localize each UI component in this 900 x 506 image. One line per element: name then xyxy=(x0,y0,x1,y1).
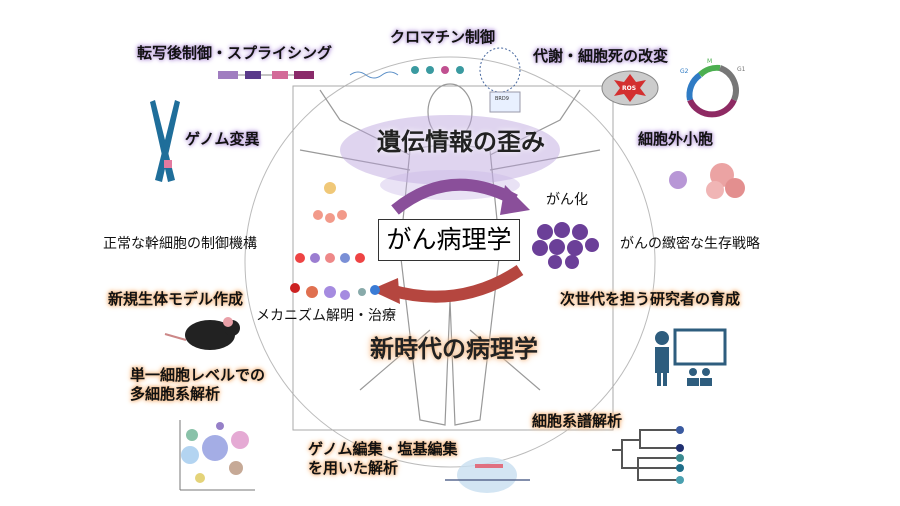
label-extracellular-vesicles: 細胞外小胞 xyxy=(638,130,714,148)
label-single-cell-line2: 多細胞系解析 xyxy=(130,385,221,403)
cancer-cell-cluster-icon xyxy=(532,222,599,269)
label-cancer-survival: がんの緻密な生存戦略 xyxy=(620,236,760,252)
human-figure-outline xyxy=(299,83,601,426)
lineage-tree-leaves xyxy=(676,426,684,484)
label-next-generation: 次世代を担う研究者の育成 xyxy=(560,290,741,308)
splicing-icon xyxy=(218,71,314,79)
brd9-text: BRD9 xyxy=(495,96,509,102)
label-normal-stem-cells: 正常な幹細胞の制御機構 xyxy=(103,236,257,252)
label-genome-editing-line2: を用いた解析 xyxy=(308,459,399,477)
teacher-icon xyxy=(655,328,727,386)
label-lineage: 細胞系譜解析 xyxy=(532,412,623,430)
purple-vortex xyxy=(340,115,560,185)
label-chromatin: クロマチン制御 xyxy=(390,28,496,46)
label-single-cell: 単一細胞レベルでの 多細胞系解析 xyxy=(130,366,265,404)
label-genome-editing: ゲノム編集・塩基編集 を用いた解析 xyxy=(308,440,458,478)
chromosome-icon xyxy=(150,100,180,182)
lineage-tree-icon xyxy=(612,429,680,481)
cell-cycle-icon xyxy=(686,64,739,118)
extracellular-vesicle-icon xyxy=(669,163,745,199)
label-genetic-distortion: 遺伝情報の歪み xyxy=(377,128,545,156)
stem-cell-hierarchy-icon xyxy=(290,182,380,300)
label-new-models: 新規生体モデル作成 xyxy=(108,290,244,308)
red-arrow xyxy=(388,264,524,303)
label-metabolism: 代謝・細胞死の改変 xyxy=(533,47,669,65)
label-genome-editing-line1: ゲノム編集・塩基編集 xyxy=(308,440,458,458)
cell-cycle-s: S xyxy=(710,112,714,119)
label-carcinogenesis: がん化 xyxy=(546,192,588,208)
vitruvian-square xyxy=(292,85,614,431)
tsne-plot-icon xyxy=(179,420,255,491)
label-splicing: 転写後制御・スプライシング xyxy=(137,44,333,62)
mouse-icon xyxy=(164,317,240,350)
ros-burst-icon xyxy=(614,74,646,102)
cell-cycle-m: M xyxy=(707,58,713,65)
label-genome-mutation: ゲノム変異 xyxy=(185,130,260,148)
ros-text: ROS xyxy=(622,85,637,92)
genome-editing-icon xyxy=(445,457,530,493)
chromatin-icon xyxy=(349,47,521,113)
center-title-box: がん病理学 xyxy=(378,219,520,261)
label-single-cell-line1: 単一細胞レベルでの xyxy=(130,366,266,384)
label-mechanism: メカニズム解明・治療 xyxy=(256,308,396,324)
label-new-era: 新時代の病理学 xyxy=(370,335,538,363)
cell-cycle-g1: G1 xyxy=(737,66,746,73)
purple-arrow xyxy=(391,178,518,215)
vitruvian-circle xyxy=(244,56,656,468)
cell-cycle-g2: G2 xyxy=(680,68,689,75)
